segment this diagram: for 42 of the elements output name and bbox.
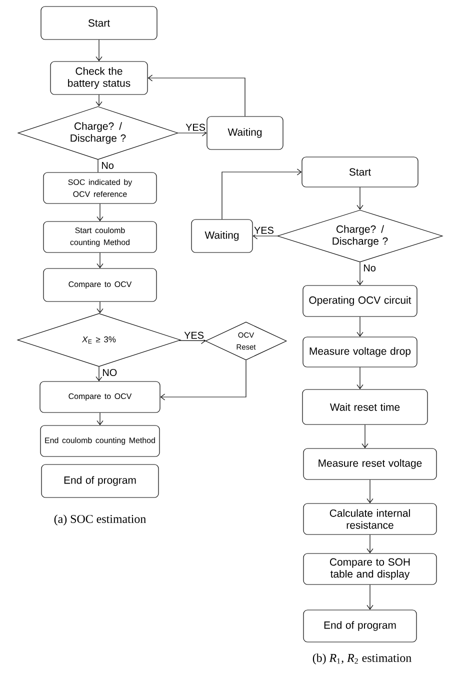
arrow [362,424,368,448]
arrow [356,187,364,210]
figure-caption: (a) SOC estimation [54,514,146,526]
edge-label: YES [184,122,206,132]
process-box: Compare to SOH table and display [303,553,437,585]
edge-label: NO [101,368,118,378]
process-box: Check the battery status [50,61,148,95]
arrow [178,337,206,344]
arrow [366,480,374,504]
arrow [178,130,207,136]
figure-caption: (b) R$_{1}$, R$_{2}$ estimation [312,654,412,664]
process-box: Waiting [191,219,253,253]
arrow [96,302,104,314]
process-box: Measure reset voltage [303,448,437,480]
process-box: Waiting [206,116,284,150]
edge-label: No [362,264,377,272]
process-box: Measure voltage drop [302,336,418,368]
process-box: End of program [303,610,417,642]
process-box: Start [302,156,418,188]
process-box: Start [40,6,158,40]
process-box: Calculate internal resistance [303,503,437,535]
arrow [160,360,246,400]
process-box: End of program [41,464,159,498]
arrow [366,584,374,610]
edge-label: YES [183,330,205,340]
arrow [148,74,246,116]
arrow [252,232,278,240]
arrow [96,40,102,62]
edge-label: No [100,161,115,170]
arrow [356,316,364,337]
arrow [96,252,104,268]
arrow [96,94,102,106]
process-box: Operating OCV circuit [302,285,418,317]
arrow [356,262,364,286]
edge-label: YES [253,226,275,235]
arrow [96,412,104,426]
arrow [366,534,374,554]
process-box: Wait reset time [302,389,428,425]
arrow [96,366,102,382]
arrow [222,168,302,220]
arrow [356,367,364,390]
arrow [96,204,104,222]
